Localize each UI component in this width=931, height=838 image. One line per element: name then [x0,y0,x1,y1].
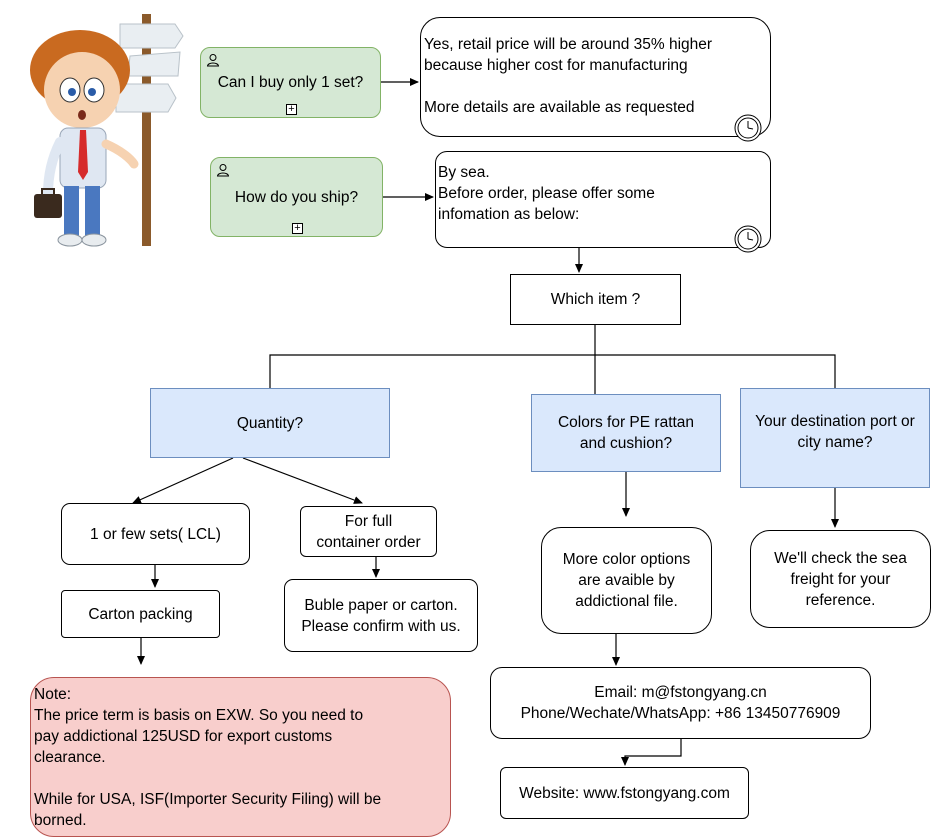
quantity-box: Quantity? [150,388,390,458]
website-box: Website: www.fstongyang.com [500,767,749,819]
full-container-box: For full container order [300,506,437,557]
which-item-text: Which item ? [550,291,641,308]
answer-retail-price: Yes, retail price will be around 35% hig… [420,17,771,142]
buble-paper-box: Buble paper or carton. Please confirm wi… [284,579,478,652]
contact-box: Email: m@fstongyang.cn Phone/Wechate/Wha… [490,667,871,739]
which-item-box: Which item ? [510,274,681,325]
question-buy-one-set[interactable]: Can I buy only 1 set? + [200,47,381,118]
lcl-text: 1 or few sets( LCL) [90,525,221,543]
sea-freight-text: We'll check the sea freight for your ref… [774,549,907,609]
question-buy-one-set-text: Can I buy only 1 set? [217,74,364,91]
sea-freight-box: We'll check the sea freight for your ref… [750,530,931,628]
user-icon [206,54,220,67]
note-box: Note: The price term is basis on EXW. So… [30,677,451,837]
question-how-ship-text: How do you ship? [234,188,359,206]
plus-icon[interactable]: + [292,223,303,234]
carton-packing-box: Carton packing [61,590,220,638]
lcl-box: 1 or few sets( LCL) [61,503,250,565]
colors-text: Colors for PE rattan and cushion? [557,414,695,452]
colors-box: Colors for PE rattan and cushion? [531,394,721,472]
more-colors-box: More color options are avaible by addict… [541,527,712,634]
businessman-signpost-illustration [30,14,184,247]
note-text: Note: The price term is basis on EXW. So… [34,686,382,829]
buble-paper-text: Buble paper or carton. Please confirm wi… [301,596,461,635]
contact-text: Email: m@fstongyang.cn Phone/Wechate/Wha… [520,684,841,722]
plus-icon[interactable]: + [286,104,297,115]
quantity-text: Quantity? [236,414,304,432]
website-text: Website: www.fstongyang.com [519,784,730,802]
clock-icon [734,114,762,142]
answer-retail-price-text: Yes, retail price will be around 35% hig… [424,36,713,116]
clock-icon [734,225,762,253]
question-how-ship[interactable]: How do you ship? + [210,157,383,237]
answer-by-sea: By sea. Before order, please offer some … [435,151,771,253]
user-icon [216,164,230,177]
carton-packing-text: Carton packing [88,605,193,623]
destination-text: Your destination port or city name? [755,413,915,451]
full-container-text: For full container order [316,512,421,551]
destination-box: Your destination port or city name? [740,388,930,488]
answer-by-sea-text: By sea. Before order, please offer some … [438,164,655,223]
more-colors-text: More color options are avaible by addict… [562,551,691,610]
